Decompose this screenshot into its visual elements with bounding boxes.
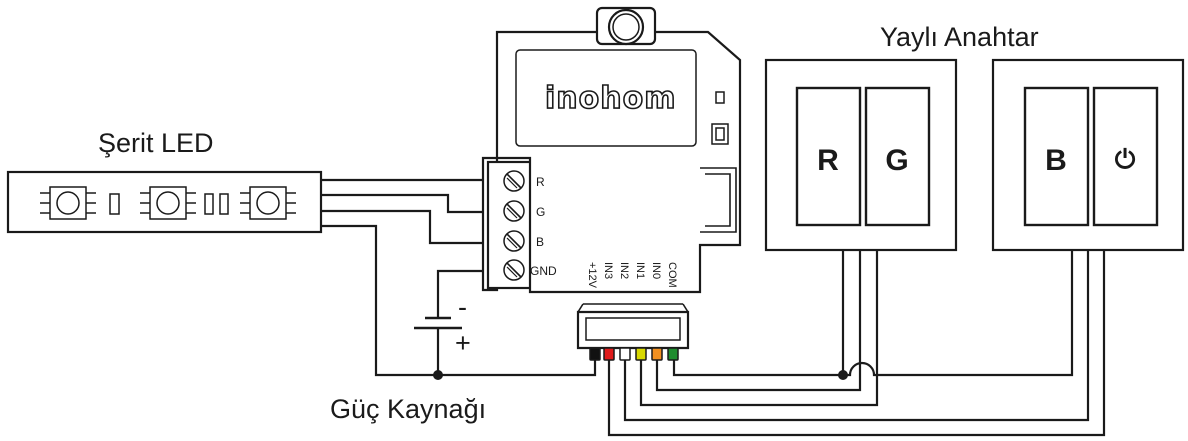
wire-in2 bbox=[623, 250, 1090, 422]
minus-sign: - bbox=[458, 292, 467, 322]
switch-label: Yaylı Anahtar bbox=[880, 22, 1039, 52]
pin-label-in0: IN0 bbox=[650, 262, 662, 279]
pin-label-in2: IN2 bbox=[618, 262, 630, 279]
wire-led-common bbox=[322, 224, 597, 377]
junction-dot bbox=[838, 370, 848, 380]
key-label-r: R bbox=[817, 144, 839, 177]
pin-black bbox=[589, 347, 601, 361]
led-chip bbox=[40, 186, 96, 220]
input-connector bbox=[576, 303, 690, 361]
power-supply-label: Güç Kaynağı bbox=[330, 394, 486, 424]
pin-label-12v: +12V bbox=[586, 262, 598, 289]
switch-key-b bbox=[1023, 86, 1090, 227]
power-supply: - + Güç Kaynağı bbox=[330, 292, 486, 424]
pin-label-in3: IN3 bbox=[602, 262, 614, 279]
pin-green bbox=[667, 347, 679, 361]
key-label-b: B bbox=[1045, 144, 1067, 177]
switch-panel-right: B ⏻ bbox=[991, 58, 1185, 252]
resistor bbox=[109, 193, 120, 215]
wire-g bbox=[322, 193, 495, 214]
pin-orange bbox=[651, 347, 663, 361]
switch-key-power bbox=[1092, 86, 1159, 227]
power-icon: ⏻ bbox=[1115, 145, 1136, 175]
led-indicator bbox=[715, 91, 725, 104]
pin-white bbox=[619, 347, 631, 361]
terminal-label-r: R bbox=[536, 175, 545, 189]
led-chip bbox=[240, 186, 296, 220]
plus-sign: + bbox=[455, 328, 471, 358]
screw-terminals bbox=[503, 170, 525, 281]
pin-label-com: COM bbox=[666, 262, 678, 288]
led-strip: Şerit LED bbox=[6, 128, 323, 234]
pin-red bbox=[603, 347, 615, 361]
wire-in3 bbox=[607, 250, 1106, 437]
label-window bbox=[515, 49, 697, 147]
wire-b bbox=[322, 209, 495, 245]
wire-com bbox=[672, 250, 845, 377]
wire-in1 bbox=[639, 250, 879, 407]
junction-dot bbox=[433, 370, 443, 380]
side-connector bbox=[700, 167, 737, 233]
terminal-label-b: B bbox=[536, 235, 544, 249]
wire-gnd bbox=[436, 269, 495, 318]
connector-housing bbox=[576, 310, 690, 350]
resistor bbox=[204, 193, 214, 215]
terminal-label-gnd: GND bbox=[530, 264, 557, 278]
brand-logo: inohom bbox=[545, 81, 676, 116]
led-chip bbox=[140, 186, 196, 220]
input-pin-labels: COM IN0 IN1 IN2 IN3 +12V bbox=[586, 262, 678, 289]
switch-key-g bbox=[864, 86, 931, 227]
wire-com-b bbox=[843, 250, 1074, 377]
resistor bbox=[219, 193, 229, 215]
inohom-module: inohom R G B GND COM IN0 bbox=[481, 6, 742, 294]
switch-panel-left: R G bbox=[764, 58, 958, 252]
key-label-g: G bbox=[885, 144, 908, 177]
switch-key-r bbox=[795, 86, 862, 227]
pin-label-in1: IN1 bbox=[634, 262, 646, 279]
wire-in0 bbox=[655, 250, 862, 392]
led-strip-label: Şerit LED bbox=[98, 128, 214, 158]
pin-yellow bbox=[635, 347, 647, 361]
terminal-label-g: G bbox=[536, 205, 545, 219]
